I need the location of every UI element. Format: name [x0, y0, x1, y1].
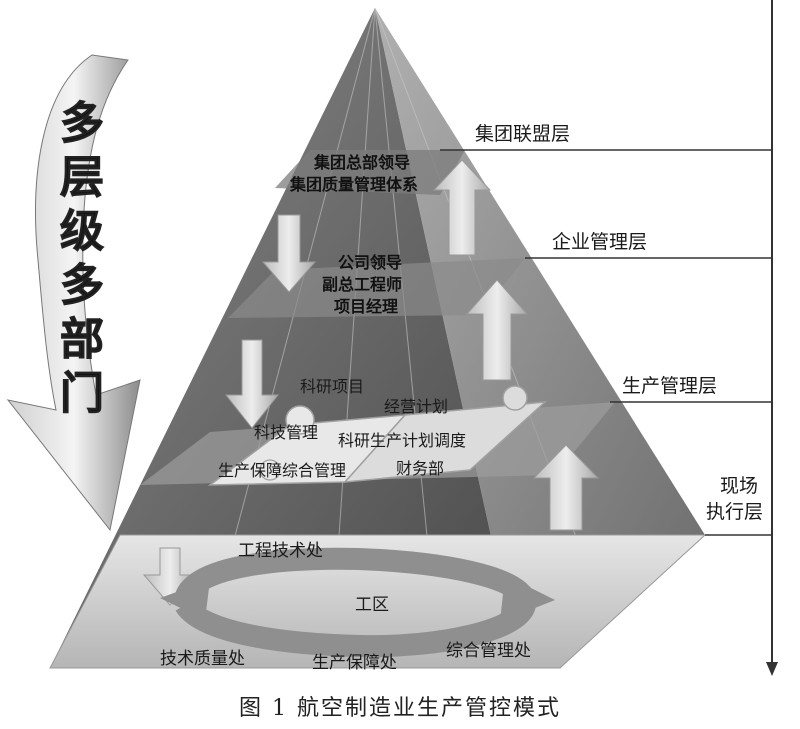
side-label-char-5: 部 [60, 314, 104, 365]
puzzle-support-mgmt: 生产保障综合管理 [218, 461, 346, 480]
middle-box-line3: 项目经理 [334, 297, 398, 316]
middle-box-line1: 公司领导 [338, 253, 402, 272]
right-axis-arrowhead [766, 662, 778, 676]
base-quality: 技术质量处 [160, 649, 245, 669]
side-label-char-2: 层 [60, 152, 104, 203]
puzzle-research-project: 科研项目 [300, 377, 364, 396]
layer-label-enterprise: 企业管理层 [552, 231, 647, 253]
puzzle-block [207, 385, 548, 486]
base-engineering: 工程技术处 [238, 541, 323, 561]
layer-label-production: 生产管理层 [622, 375, 717, 397]
layer-label-group-alliance: 集团联盟层 [475, 123, 570, 145]
top-layer-plate [275, 150, 465, 195]
side-down-arrow [6, 54, 141, 532]
side-label-char-4: 多 [60, 260, 104, 311]
top-box-line2: 集团质量管理体系 [289, 175, 418, 194]
top-box-line1: 集团总部领导 [313, 153, 410, 172]
side-label-char-1: 多 [60, 98, 104, 149]
side-label: 多 层 级 多 部 门 [60, 98, 105, 420]
side-label-char-3: 级 [60, 206, 104, 257]
puzzle-research-scheduling: 科研生产计划调度 [338, 431, 466, 450]
base-work-area: 工区 [355, 595, 389, 615]
base-general-mgmt: 综合管理处 [446, 641, 531, 661]
up-arrows [432, 159, 600, 531]
layer-ticks [440, 149, 772, 536]
base-production-support: 生产保障处 [312, 653, 397, 673]
puzzle-finance: 财务部 [396, 459, 444, 478]
layer-label-site-line1: 现场 [720, 475, 758, 497]
puzzle-tech-mgmt: 科技管理 [254, 423, 318, 442]
layer-label-site-line2: 执行层 [706, 501, 763, 523]
figure-caption: 图 1 航空制造业生产管控模式 [239, 696, 561, 721]
puzzle-business-plan: 经营计划 [384, 397, 448, 416]
middle-box-line2: 副总工程师 [322, 275, 402, 294]
down-arrows [142, 214, 317, 606]
side-label-char-6: 门 [60, 368, 104, 419]
cycle-arrow [160, 547, 555, 658]
